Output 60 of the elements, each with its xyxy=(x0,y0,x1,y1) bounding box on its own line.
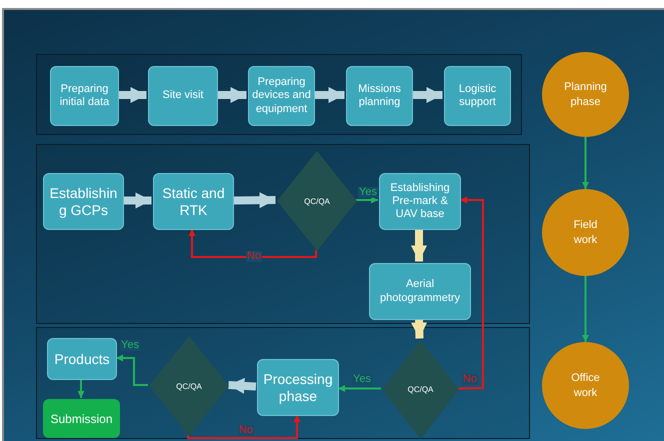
box-label: Planning phase xyxy=(564,80,607,109)
box-label: Establishin g GCPs xyxy=(48,184,118,218)
process-box xyxy=(257,359,339,416)
connector-arrow xyxy=(116,354,148,386)
decision-diamond xyxy=(277,151,357,251)
section-panel xyxy=(36,54,522,135)
process-box xyxy=(47,338,117,380)
box-label: Processing phase xyxy=(262,370,334,404)
block-arrow xyxy=(411,229,427,262)
block-arrow xyxy=(217,87,246,103)
block-arrow xyxy=(314,87,344,103)
process-box xyxy=(444,66,511,126)
box-label: Logistic support xyxy=(458,82,498,110)
process-box xyxy=(369,263,471,320)
box-label: QC/QA xyxy=(304,196,330,206)
edge-label: Yes xyxy=(358,187,378,198)
block-arrow xyxy=(228,378,256,394)
edge-label: No xyxy=(246,251,262,262)
connector-arrow xyxy=(458,196,484,390)
block-arrow xyxy=(412,87,442,103)
box-label: Field work xyxy=(572,218,598,247)
edge-label: No xyxy=(238,425,254,436)
box-label: Products xyxy=(54,350,110,368)
box-label: QC/QA xyxy=(408,385,434,394)
process-box xyxy=(248,66,315,126)
edge-label: Yes xyxy=(120,340,140,351)
box-label: Establishing Pre-mark & UAV base xyxy=(389,182,451,222)
section-panel xyxy=(36,327,530,439)
connector-arrow xyxy=(582,137,589,189)
connector-arrow xyxy=(338,385,381,392)
connector-arrow xyxy=(582,276,589,342)
process-box xyxy=(346,66,413,126)
box-label: QC/QA xyxy=(176,382,202,390)
box-label: Aerial photogrammetry xyxy=(378,278,462,305)
process-box xyxy=(43,173,124,230)
block-arrow xyxy=(232,192,276,208)
box-label: Preparing initial data xyxy=(58,82,110,110)
block-arrow xyxy=(123,192,152,208)
box-label: Missions planning xyxy=(357,82,402,110)
connector-arrow xyxy=(187,415,300,439)
edge-label: Yes xyxy=(352,374,372,385)
process-box xyxy=(50,66,119,126)
connector-arrow xyxy=(78,379,84,398)
box-label: Preparing devices and equipment xyxy=(251,76,312,116)
block-arrow xyxy=(118,87,146,103)
connector-arrow xyxy=(356,196,378,204)
block-arrow xyxy=(411,318,428,339)
process-box xyxy=(148,66,218,126)
connector-arrow xyxy=(188,229,317,258)
box-label: Site visit xyxy=(162,89,204,103)
decision-diamond xyxy=(149,336,229,436)
process-box xyxy=(153,173,234,230)
box-label: Static and RTK xyxy=(161,184,226,218)
box-label: Submission xyxy=(50,412,113,426)
decision-diamond xyxy=(382,340,459,439)
process-box xyxy=(43,399,120,438)
box-label: Office work xyxy=(570,371,601,400)
section-panel xyxy=(36,144,530,324)
edge-label: No xyxy=(462,374,478,385)
process-box xyxy=(379,173,461,230)
